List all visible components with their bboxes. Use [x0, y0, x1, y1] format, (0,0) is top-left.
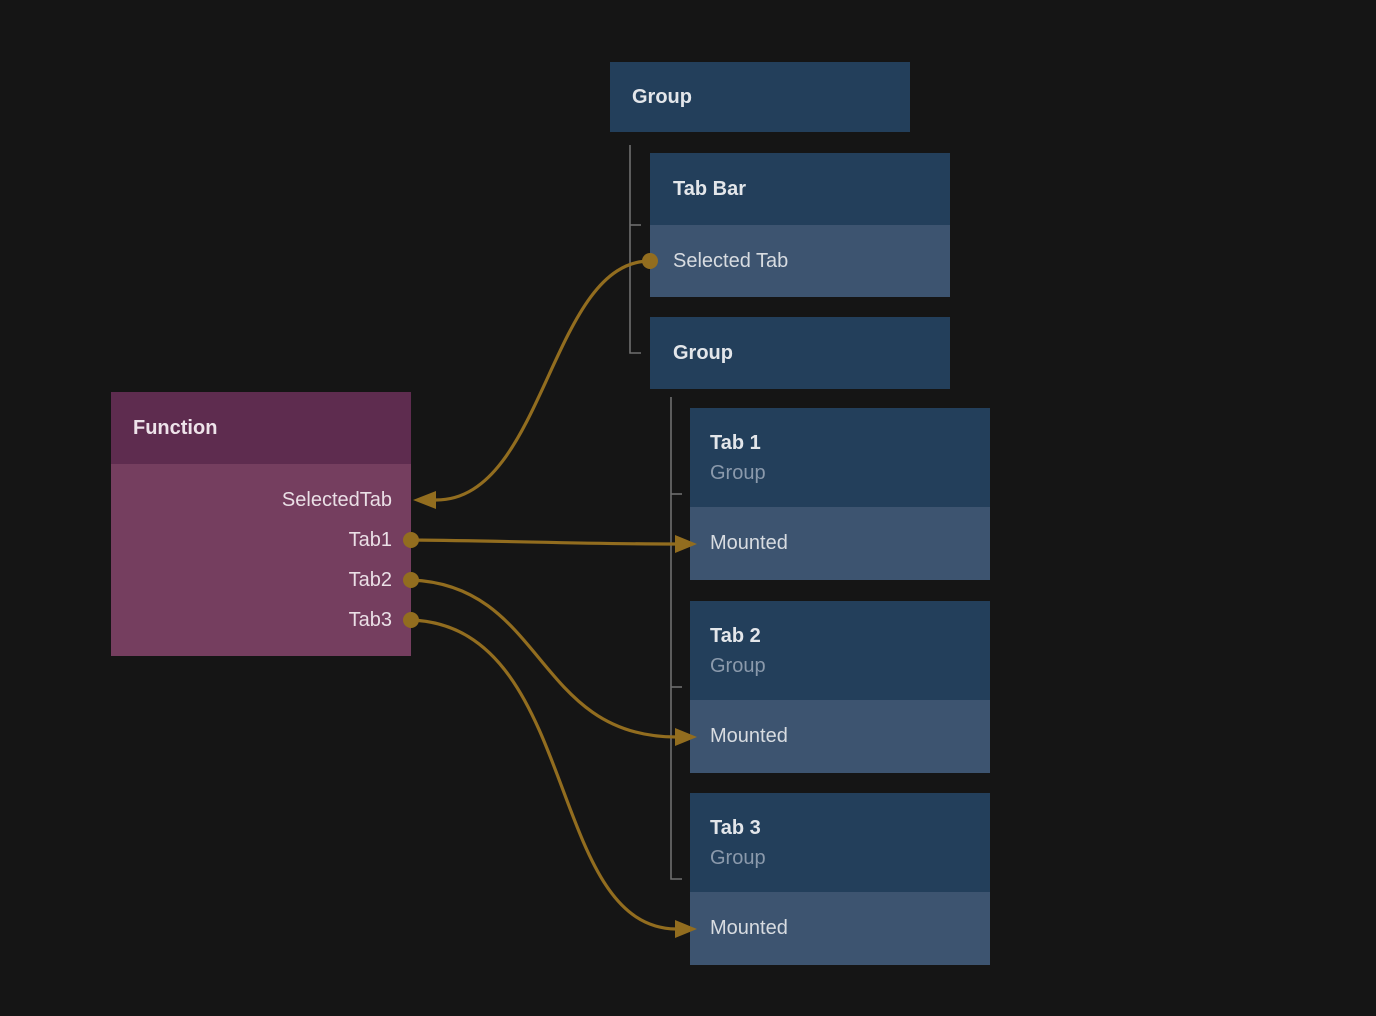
- node-tab-3-row-mounted[interactable]: Mounted: [690, 892, 990, 965]
- tree-line-root-group: [629, 145, 641, 354]
- node-tab-1-header[interactable]: Tab 1 Group: [690, 408, 990, 507]
- node-function-body: SelectedTab Tab1 Tab2 Tab3: [111, 464, 411, 656]
- connection-tab2-mounted: [409, 578, 678, 739]
- port-selectedtab[interactable]: SelectedTab: [281, 489, 392, 511]
- node-tab-3-header[interactable]: Tab 3 Group: [690, 793, 990, 892]
- tree-line-inner-group: [670, 397, 682, 880]
- node-tab-1-row-mounted[interactable]: Mounted: [690, 507, 990, 580]
- node-tab-2-title: Tab 2: [710, 624, 761, 647]
- node-root-group-title: Group: [632, 85, 692, 108]
- row-label: Selected Tab: [673, 249, 789, 272]
- node-tab-2-header[interactable]: Tab 2 Group: [690, 601, 990, 700]
- port-tab3[interactable]: Tab3: [348, 609, 392, 631]
- node-root-group[interactable]: Group: [610, 62, 910, 132]
- node-tab-1-subtitle: Group: [710, 461, 766, 484]
- node-inner-group-header[interactable]: Group: [650, 317, 950, 389]
- node-tab-bar-title: Tab Bar: [673, 177, 746, 200]
- node-tab-2-subtitle: Group: [710, 654, 766, 677]
- node-tab-2[interactable]: Tab 2 Group Mounted: [690, 601, 990, 773]
- row-label: Mounted: [710, 532, 788, 554]
- node-function-title: Function: [133, 416, 218, 439]
- node-tab-1[interactable]: Tab 1 Group Mounted: [690, 408, 990, 580]
- node-root-group-header[interactable]: Group: [610, 62, 910, 132]
- node-inner-group-title: Group: [673, 341, 733, 364]
- port-tab2[interactable]: Tab2: [348, 569, 392, 591]
- node-tab-2-row-mounted[interactable]: Mounted: [690, 700, 990, 773]
- connection-tab1-mounted: [409, 538, 678, 546]
- node-tab-bar-header[interactable]: Tab Bar: [650, 153, 950, 225]
- node-function-header[interactable]: Function: [111, 392, 411, 464]
- node-function[interactable]: Function SelectedTab Tab1 Tab2 Tab3: [111, 392, 411, 656]
- row-label: Mounted: [710, 917, 788, 939]
- node-tab-1-title: Tab 1: [710, 431, 761, 454]
- connection-tab3-mounted: [409, 618, 678, 931]
- node-tab-bar-row-selected-tab[interactable]: Selected Tab: [650, 225, 950, 297]
- node-tab-3-subtitle: Group: [710, 846, 766, 869]
- connection-selectedtab: [434, 259, 652, 502]
- row-label: Mounted: [710, 725, 788, 747]
- arrowhead-selectedtab: [413, 491, 436, 509]
- node-tab-bar[interactable]: Tab Bar Selected Tab: [650, 153, 950, 297]
- port-tab1[interactable]: Tab1: [348, 529, 392, 551]
- node-tab-3-title: Tab 3: [710, 816, 761, 839]
- node-inner-group[interactable]: Group: [650, 317, 950, 389]
- node-tab-3[interactable]: Tab 3 Group Mounted: [690, 793, 990, 965]
